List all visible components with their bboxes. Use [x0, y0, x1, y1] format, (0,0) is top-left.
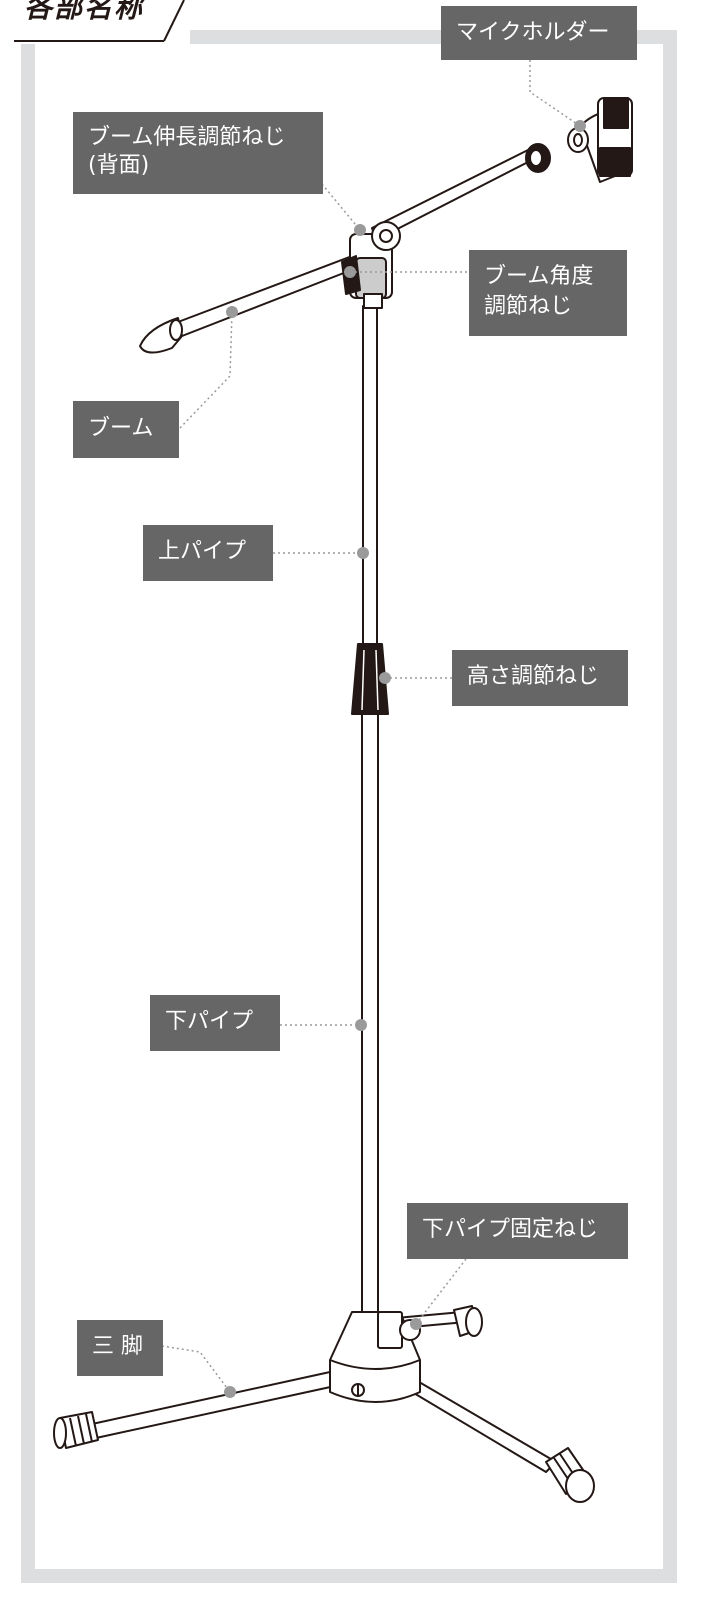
label-upper-pipe: 上パイプ — [143, 525, 273, 581]
dot-tripod — [224, 1386, 236, 1398]
tripod-leg-left — [53, 1371, 336, 1449]
title-underline — [14, 0, 185, 42]
dot-boom-angle-screw — [344, 266, 356, 278]
dot-height-screw — [379, 672, 391, 684]
dot-upper-pipe — [357, 547, 369, 559]
dot-boom-extension-screw — [354, 224, 366, 236]
leader-lower-pipe-lock-screw — [415, 1258, 467, 1325]
boom-clamp — [341, 221, 401, 309]
dot-mic-holder — [574, 120, 586, 132]
label-mic-holder: マイクホルダー — [441, 6, 637, 60]
leader-boom-extension-screw — [321, 183, 361, 231]
label-tripod: 三 脚 — [77, 1320, 163, 1376]
tripod-leg-right — [391, 1371, 595, 1503]
leader-tripod — [161, 1345, 231, 1393]
leader-mic-holder — [529, 60, 581, 127]
upper-pipe — [362, 305, 378, 651]
label-line-note: (背面) — [88, 153, 150, 178]
dot-boom — [226, 306, 238, 318]
label-line: ブーム角度 — [484, 264, 594, 289]
mic-holder — [567, 97, 633, 183]
label-lower-pipe: 下パイプ — [150, 995, 280, 1051]
height-adjust-screw — [351, 643, 389, 715]
title-tab: 各部名称 — [0, 0, 190, 44]
label-boom-extension-screw: ブーム伸長調節ねじ (背面) — [73, 112, 323, 194]
page-title: 各部名称 — [24, 0, 145, 24]
dot-lower-pipe-lock-screw — [410, 1318, 422, 1330]
label-height-screw: 高さ調節ねじ — [452, 650, 628, 706]
label-boom-angle-screw: ブーム角度 調節ねじ — [469, 250, 627, 336]
label-boom: ブーム — [73, 401, 179, 458]
lower-pipe — [361, 711, 379, 1313]
label-lower-pipe-lock-screw: 下パイプ固定ねじ — [407, 1203, 628, 1259]
dot-lower-pipe — [355, 1019, 367, 1031]
label-line: 調節ねじ — [484, 294, 573, 319]
label-line: ブーム伸長調節ねじ — [88, 125, 286, 150]
